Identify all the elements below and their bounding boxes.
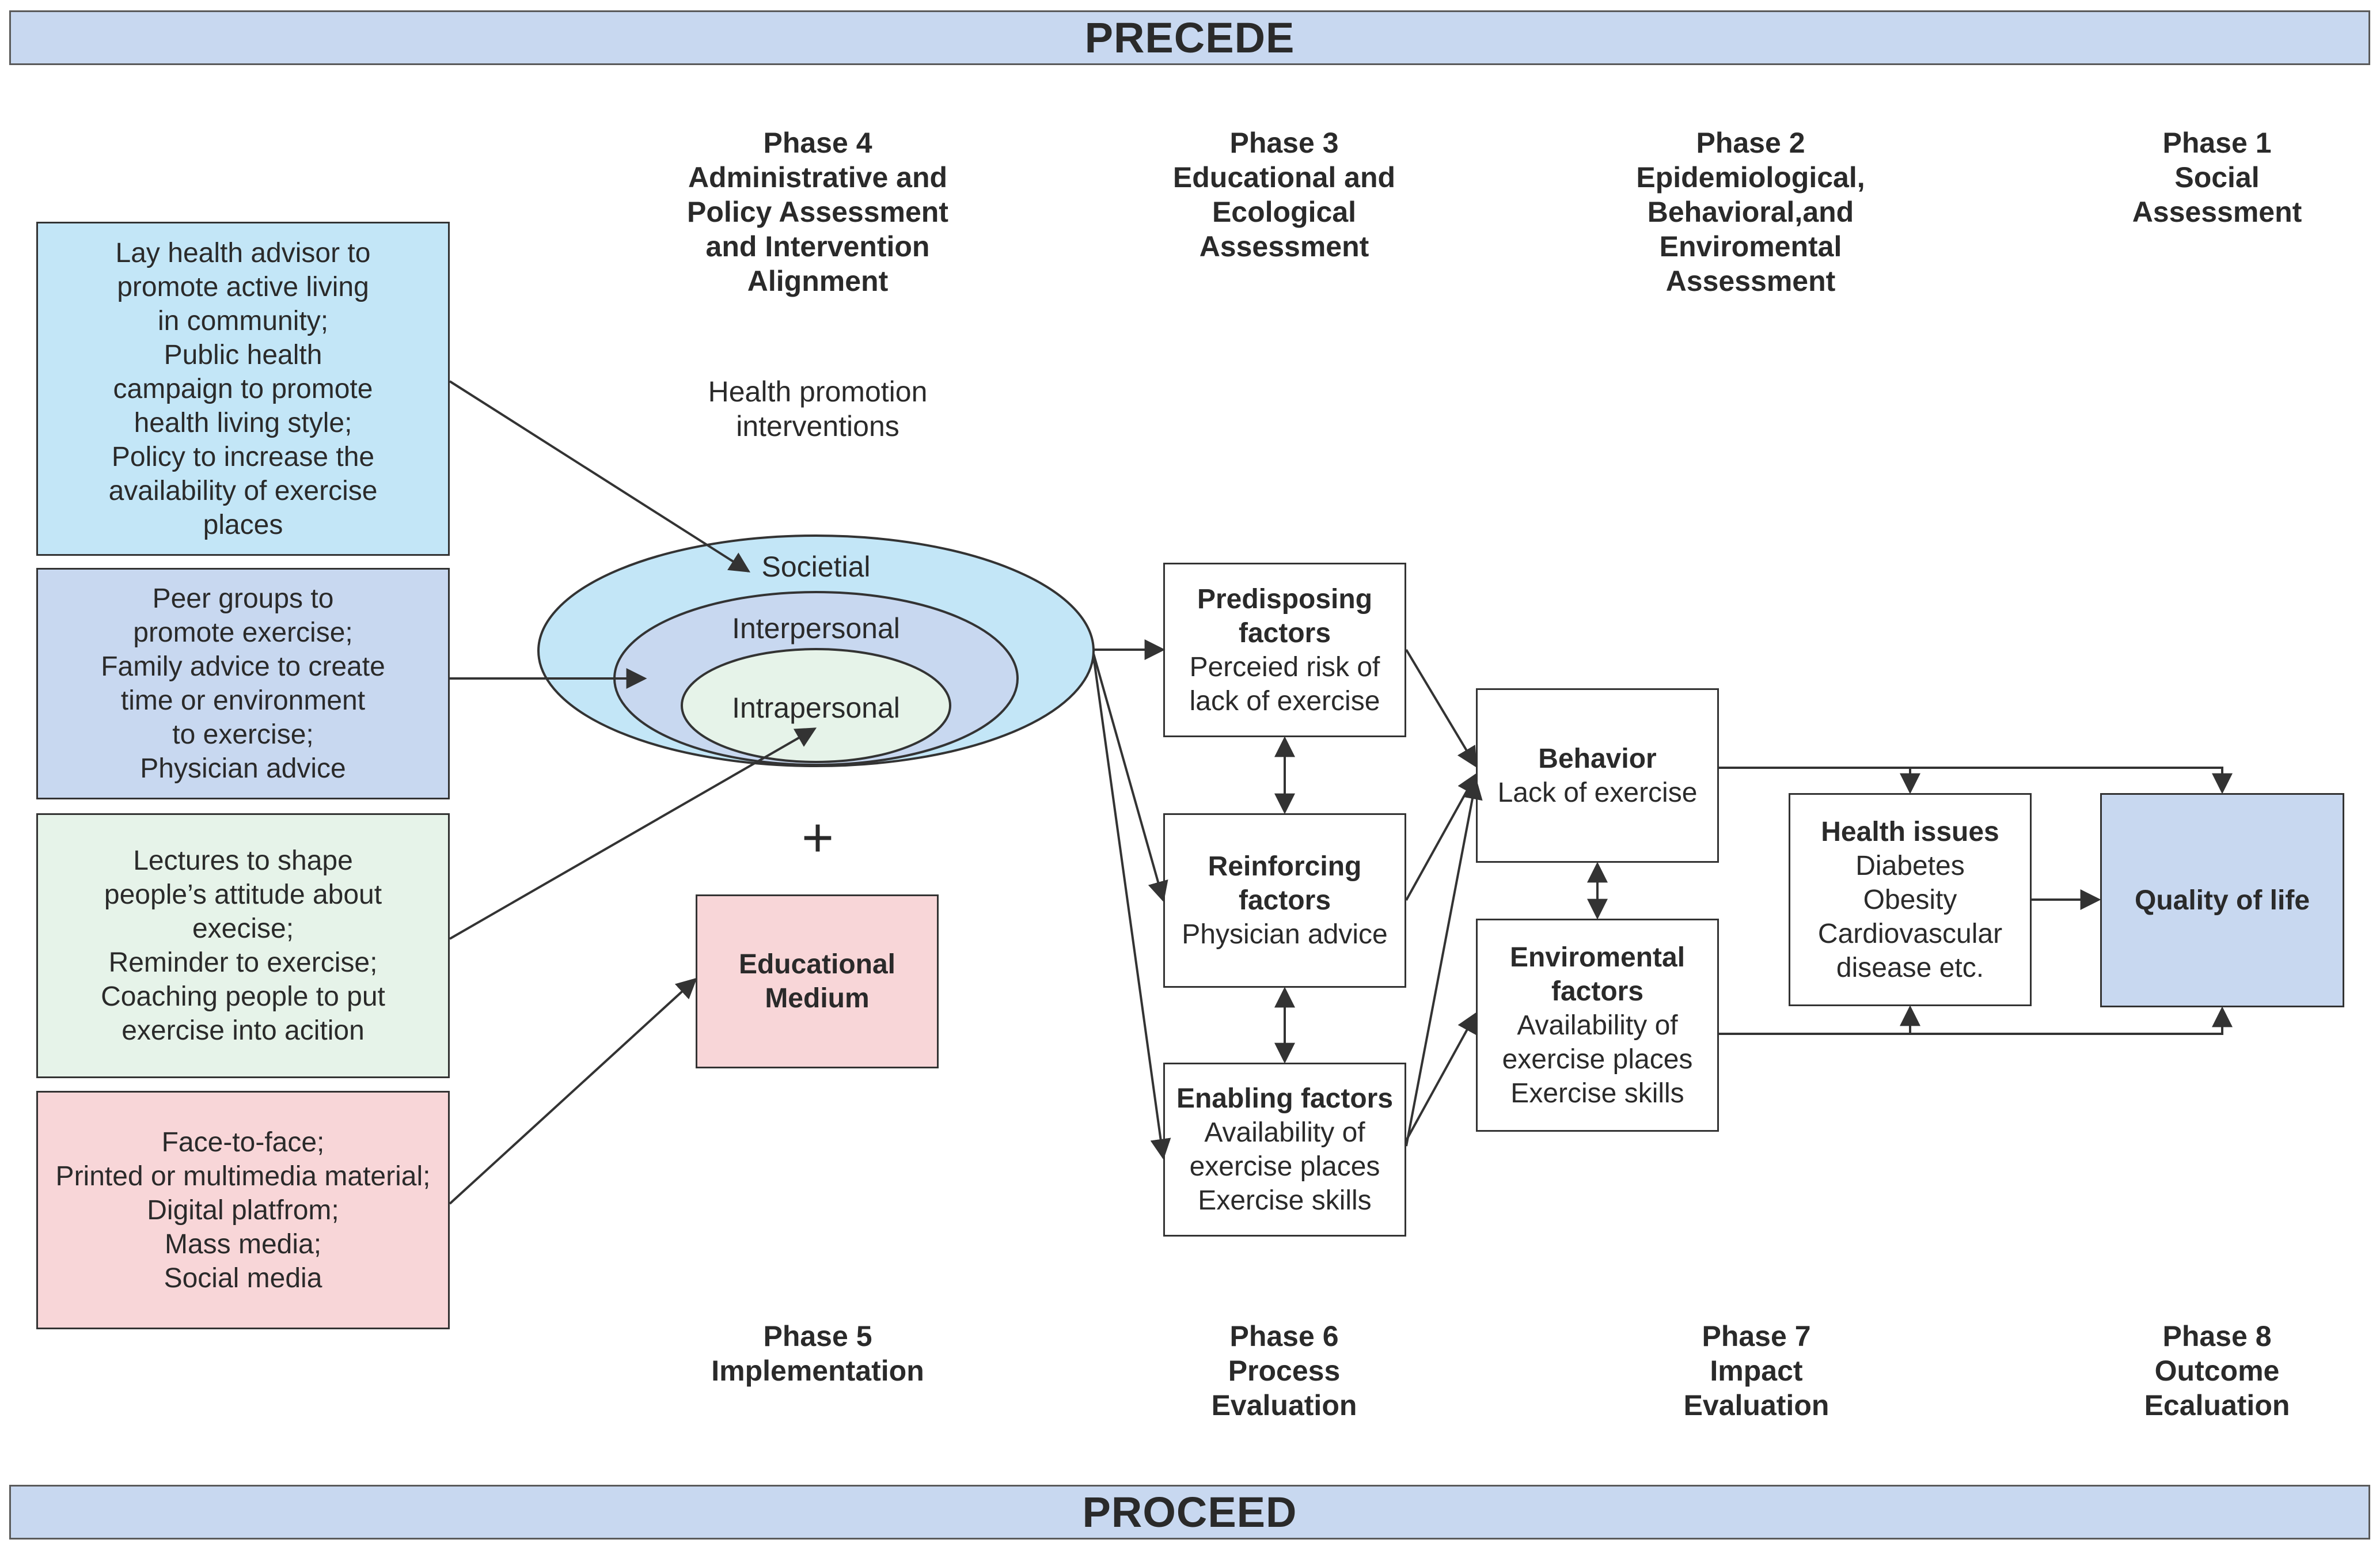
phase-4-description: Administrative and Policy Assessment and… <box>687 161 948 297</box>
phase-2-number: Phase 2 <box>1696 127 1805 159</box>
phase-5-description: Implementation <box>711 1355 924 1387</box>
interpersonal-label: Interpersonal <box>732 612 900 644</box>
educational-medium-label: Educational Medium <box>738 949 896 1014</box>
phase-1-number: Phase 1 <box>2162 127 2272 159</box>
predisposing-factors-body: Perceied risk of lack of exercise <box>1189 651 1380 716</box>
arrow-enabling-environmental <box>1405 1011 1477 1141</box>
phase-7-description: Impact Evaluation <box>1683 1355 1829 1421</box>
phase-4-number: Phase 4 <box>763 127 872 159</box>
phase-6-number: Phase 6 <box>1229 1320 1339 1352</box>
phase-3-number: Phase 3 <box>1229 127 1339 159</box>
phase-1-description: Social Assessment <box>2132 161 2302 228</box>
phase-7-number: Phase 7 <box>1702 1320 1811 1352</box>
phase-8-description: Outcome Ecaluation <box>2144 1355 2290 1421</box>
phase-7: Phase 7 Impact Evaluation <box>1612 1319 1900 1423</box>
interventions-label: Health promotion interventions <box>708 376 928 442</box>
plus-sign: + <box>801 807 834 869</box>
arrow-predisposing-behavior <box>1405 649 1477 768</box>
intrapersonal-label: Intrapersonal <box>732 692 900 724</box>
precede-banner: PRECEDE <box>9 10 2370 65</box>
phase-2-description: Epidemiological, Behavioral,and Envirome… <box>1636 161 1865 297</box>
behavior-box: Behavior Lack of exercise <box>1476 688 1719 863</box>
reinforcing-factors-body: Physician advice <box>1182 919 1388 950</box>
environmental-factors-body: Availability of exercise places Exercise… <box>1502 1010 1693 1109</box>
predisposing-factors-title: Predisposing factors <box>1197 583 1373 649</box>
phase-3-description: Educational and Ecological Assessment <box>1172 161 1396 263</box>
line-environmental-bottom <box>1719 1006 2233 1035</box>
health-issues-box: Health issues Diabetes Obesity Cardiovas… <box>1789 793 2032 1006</box>
enabling-factors-body: Availability of exercise places Exercise… <box>1189 1117 1380 1216</box>
enabling-factors-title: Enabling factors <box>1176 1083 1394 1114</box>
interpersonal-interventions-box: Peer groups to promote exercise; Family … <box>36 568 450 799</box>
educational-medium-box: Educational Medium <box>696 894 939 1068</box>
intrapersonal-interventions-box: Lectures to shape people’s attitude abou… <box>36 813 450 1078</box>
precede-title: PRECEDE <box>1084 14 1295 62</box>
societal-interventions-box: Lay health advisor to promote active liv… <box>36 222 450 556</box>
arrow-societal <box>449 380 751 572</box>
health-issues-body: Diabetes Obesity Cardiovascular disease … <box>1817 850 2003 983</box>
environmental-factors-title: Enviromental factors <box>1509 942 1686 1007</box>
phase-2: Phase 2 Epidemiological, Behavioral,and … <box>1607 126 1895 298</box>
environmental-factors-box: Enviromental factors Availability of exe… <box>1476 919 1719 1132</box>
quality-of-life-label: Quality of life <box>2134 885 2310 916</box>
proceed-title: PROCEED <box>1082 1488 1297 1536</box>
arrow-to-enabling <box>1092 656 1171 1160</box>
arrow-educational-medium <box>449 977 697 1205</box>
educational-medium-interventions-box: Face-to-face; Printed or multimedia mate… <box>36 1091 450 1329</box>
phase-6: Phase 6 Process Evaluation <box>1140 1319 1428 1423</box>
phase-1: Phase 1 Social Assessment <box>2073 126 2361 229</box>
behavior-title: Behavior <box>1538 743 1657 774</box>
societal-label: Societial <box>761 551 871 583</box>
phase-8-number: Phase 8 <box>2162 1320 2272 1352</box>
phase-5-number: Phase 5 <box>763 1320 872 1352</box>
phase-8: Phase 8 Outcome Ecaluation <box>2073 1319 2361 1423</box>
arrow-enabling-behavior <box>1405 778 1483 1147</box>
predisposing-factors-box: Predisposing factors Perceied risk of la… <box>1163 563 1406 737</box>
arrow-intrapersonal <box>449 727 817 940</box>
enabling-factors-box: Enabling factors Availability of exercis… <box>1163 1063 1406 1237</box>
health-issues-title: Health issues <box>1821 816 1999 847</box>
line-behavior-top <box>1719 767 2233 794</box>
arrow-to-reinforcing <box>1092 653 1168 903</box>
phase-5: Phase 5 Implementation <box>645 1319 990 1388</box>
reinforcing-factors-box: Reinforcing factors Physician advice <box>1163 813 1406 988</box>
phase-4: Phase 4 Administrative and Policy Assess… <box>645 126 990 298</box>
behavior-body: Lack of exercise <box>1497 777 1698 808</box>
intrapersonal-ellipse <box>681 648 951 763</box>
reinforcing-factors-title: Reinforcing factors <box>1208 851 1362 916</box>
proceed-banner: PROCEED <box>9 1485 2370 1540</box>
phase-3: Phase 3 Educational and Ecological Asses… <box>1140 126 1428 264</box>
quality-of-life-box: Quality of life <box>2100 793 2344 1007</box>
phase-6-description: Process Evaluation <box>1211 1355 1357 1421</box>
